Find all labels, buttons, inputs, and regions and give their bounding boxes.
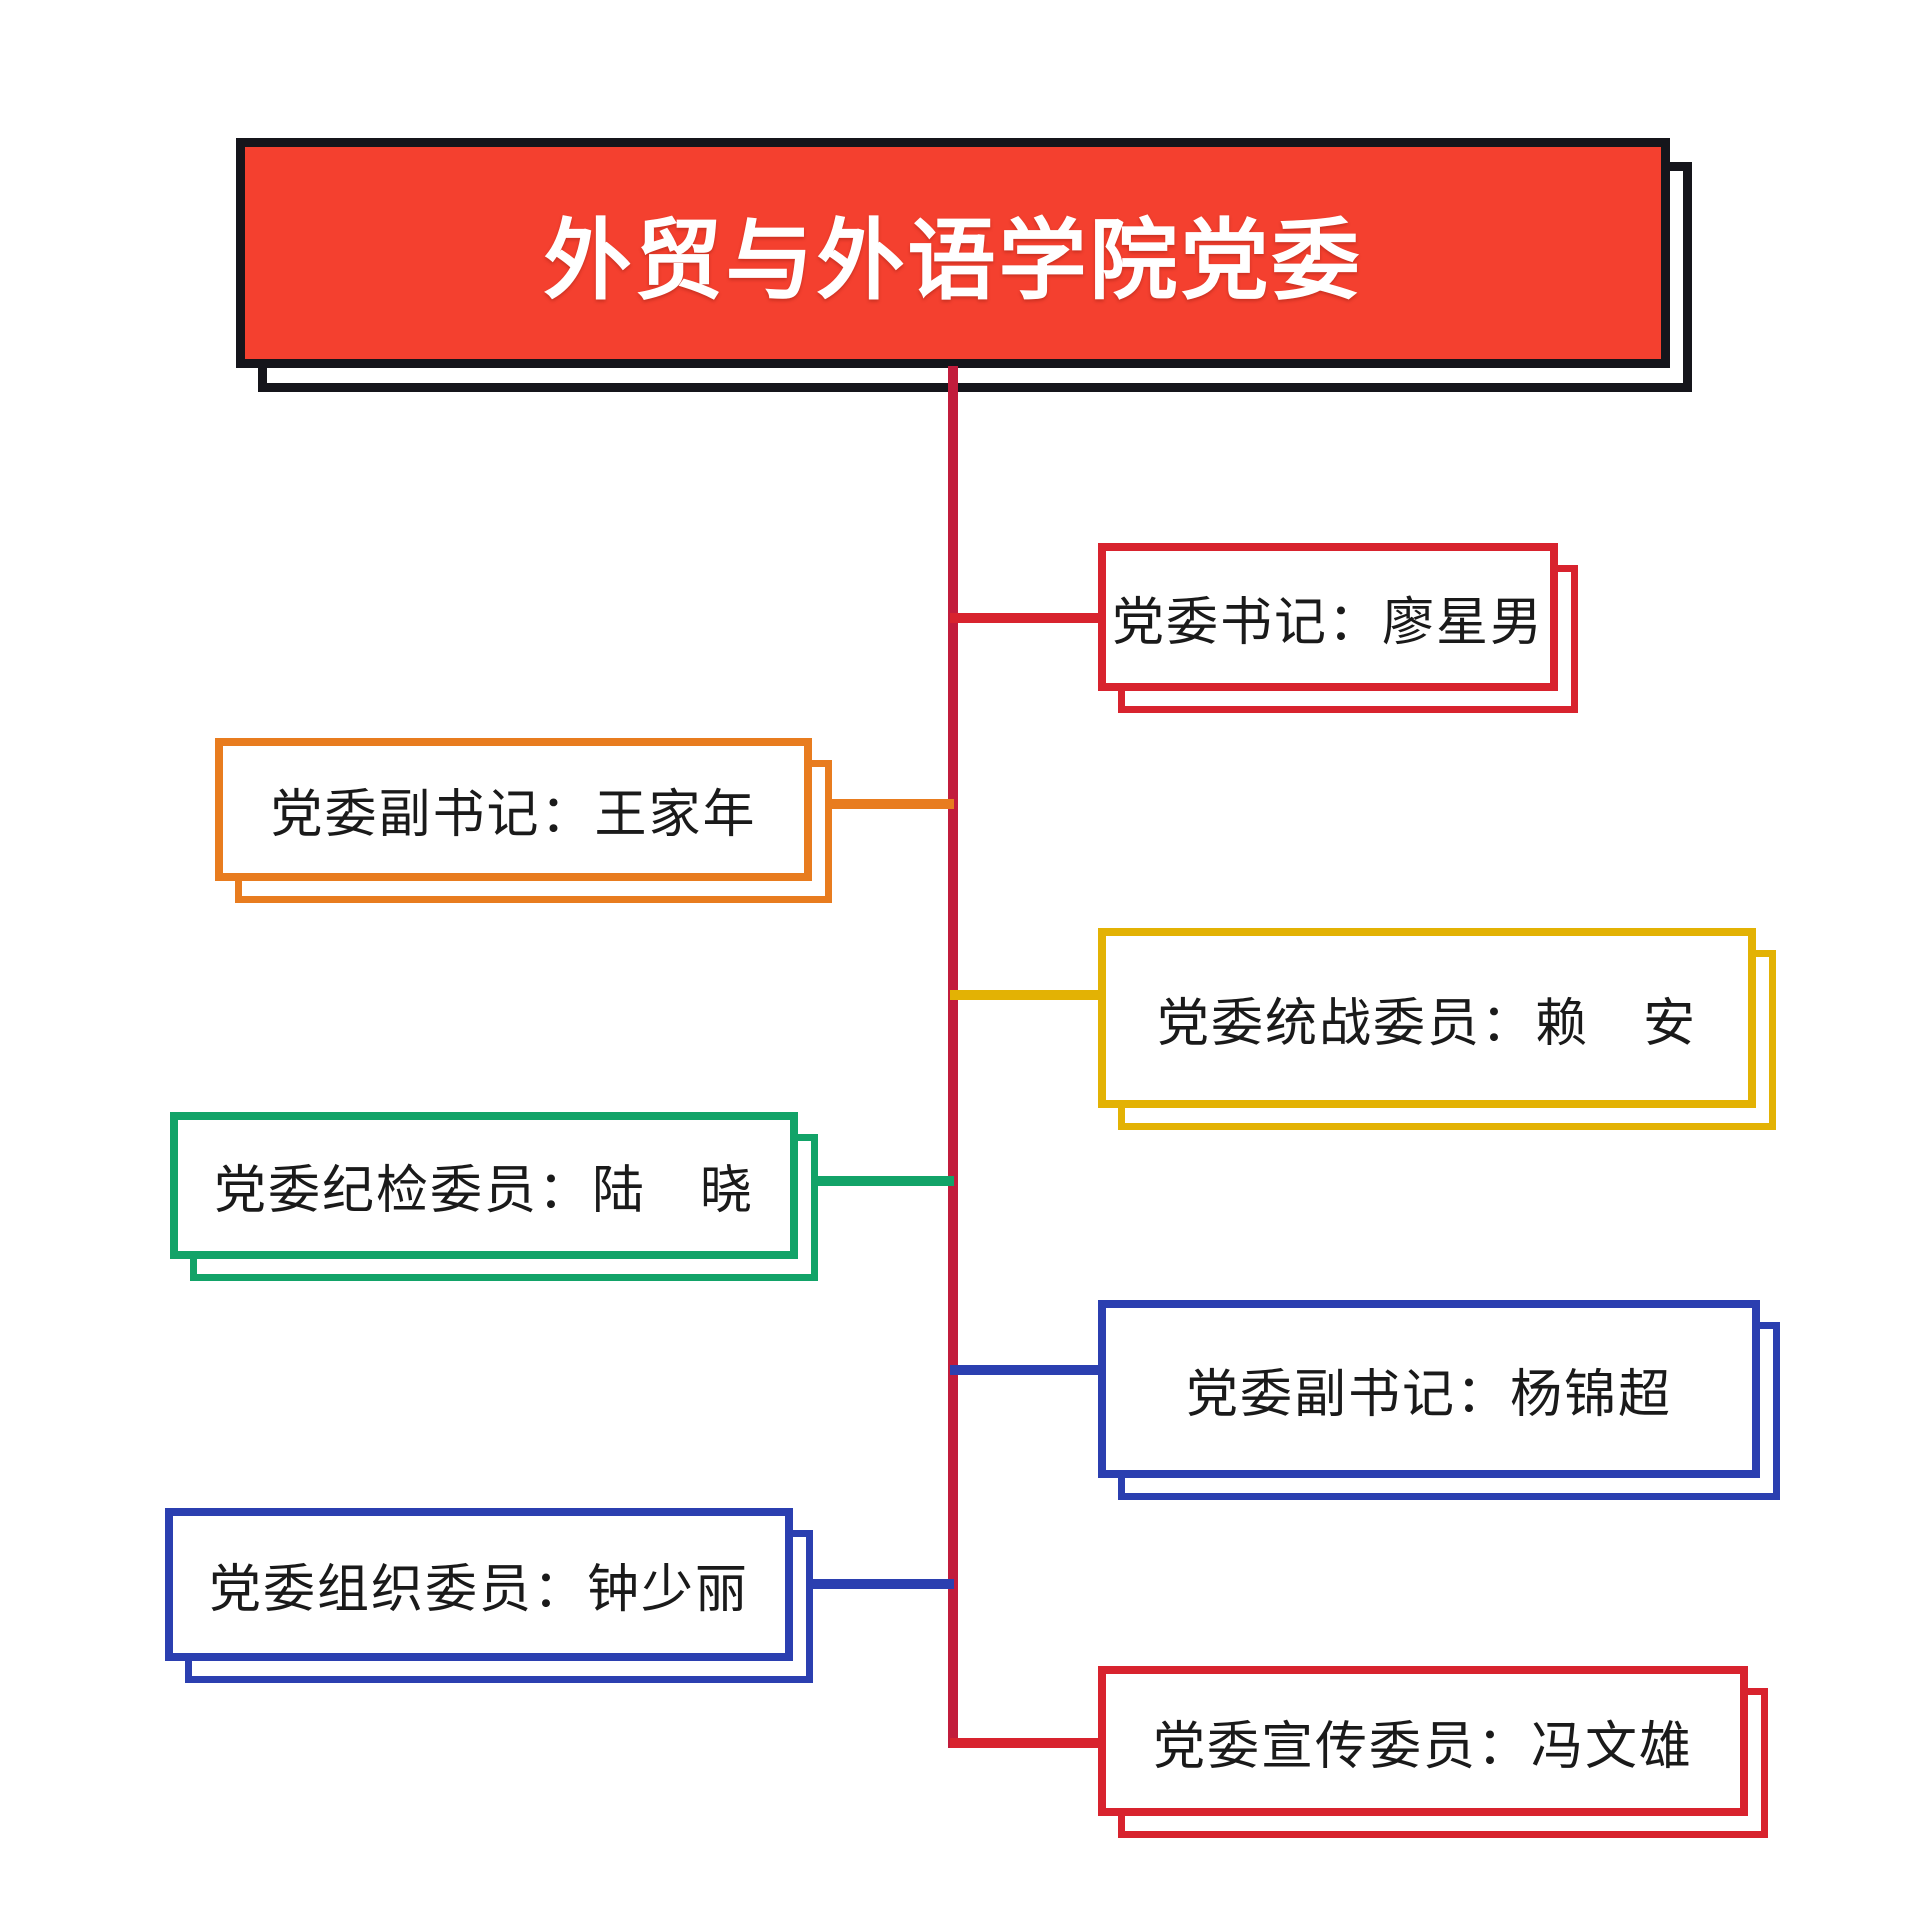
node-united-front-member: 党委统战委员：赖 安 [1098, 928, 1776, 1130]
node-front: 党委统战委员：赖 安 [1098, 928, 1756, 1108]
node-front: 党委宣传委员：冯文雄 [1098, 1666, 1748, 1816]
connector-deputy-secretary-yang [950, 1365, 1102, 1375]
node-label: 党委纪检委员：陆 晓 [213, 1162, 754, 1220]
node-front: 党委书记：廖星男 [1098, 543, 1558, 691]
trunk-line [948, 366, 958, 1748]
node-label: 党委宣传委员：冯文雄 [1152, 1717, 1693, 1776]
node-front: 党委副书记：杨锦超 [1098, 1300, 1760, 1478]
node-front: 党委组织委员：钟少丽 [165, 1508, 793, 1661]
title-box: 外贸与外语学院党委 [236, 138, 1692, 392]
connector-deputy-secretary-wang [808, 799, 954, 809]
node-deputy-secretary-wang: 党委副书记：王家年 [215, 738, 832, 903]
connector-secretary [950, 613, 1102, 623]
node-discipline-member: 党委纪检委员：陆 晓 [170, 1112, 818, 1281]
node-front: 党委纪检委员：陆 晓 [170, 1112, 798, 1259]
node-label: 党委副书记：杨锦超 [1185, 1365, 1672, 1424]
page-title: 外贸与外语学院党委 [543, 210, 1363, 310]
node-label: 党委副书记：王家年 [270, 786, 757, 844]
node-organization-member: 党委组织委员：钟少丽 [165, 1508, 813, 1683]
connector-discipline [796, 1176, 954, 1186]
node-label: 党委组织委员：钟少丽 [208, 1561, 749, 1619]
node-deputy-secretary-yang: 党委副书记：杨锦超 [1098, 1300, 1780, 1500]
node-label: 党委书记：廖星男 [1111, 593, 1544, 652]
connector-organization [793, 1579, 954, 1589]
node-label: 党委统战委员：赖 安 [1156, 994, 1697, 1053]
node-front: 党委副书记：王家年 [215, 738, 812, 881]
connector-propaganda [950, 1738, 1102, 1748]
node-party-secretary: 党委书记：廖星男 [1098, 543, 1578, 713]
title-box-front: 外贸与外语学院党委 [236, 138, 1670, 368]
connector-united-front [950, 990, 1102, 1000]
node-propaganda-member: 党委宣传委员：冯文雄 [1098, 1666, 1768, 1838]
